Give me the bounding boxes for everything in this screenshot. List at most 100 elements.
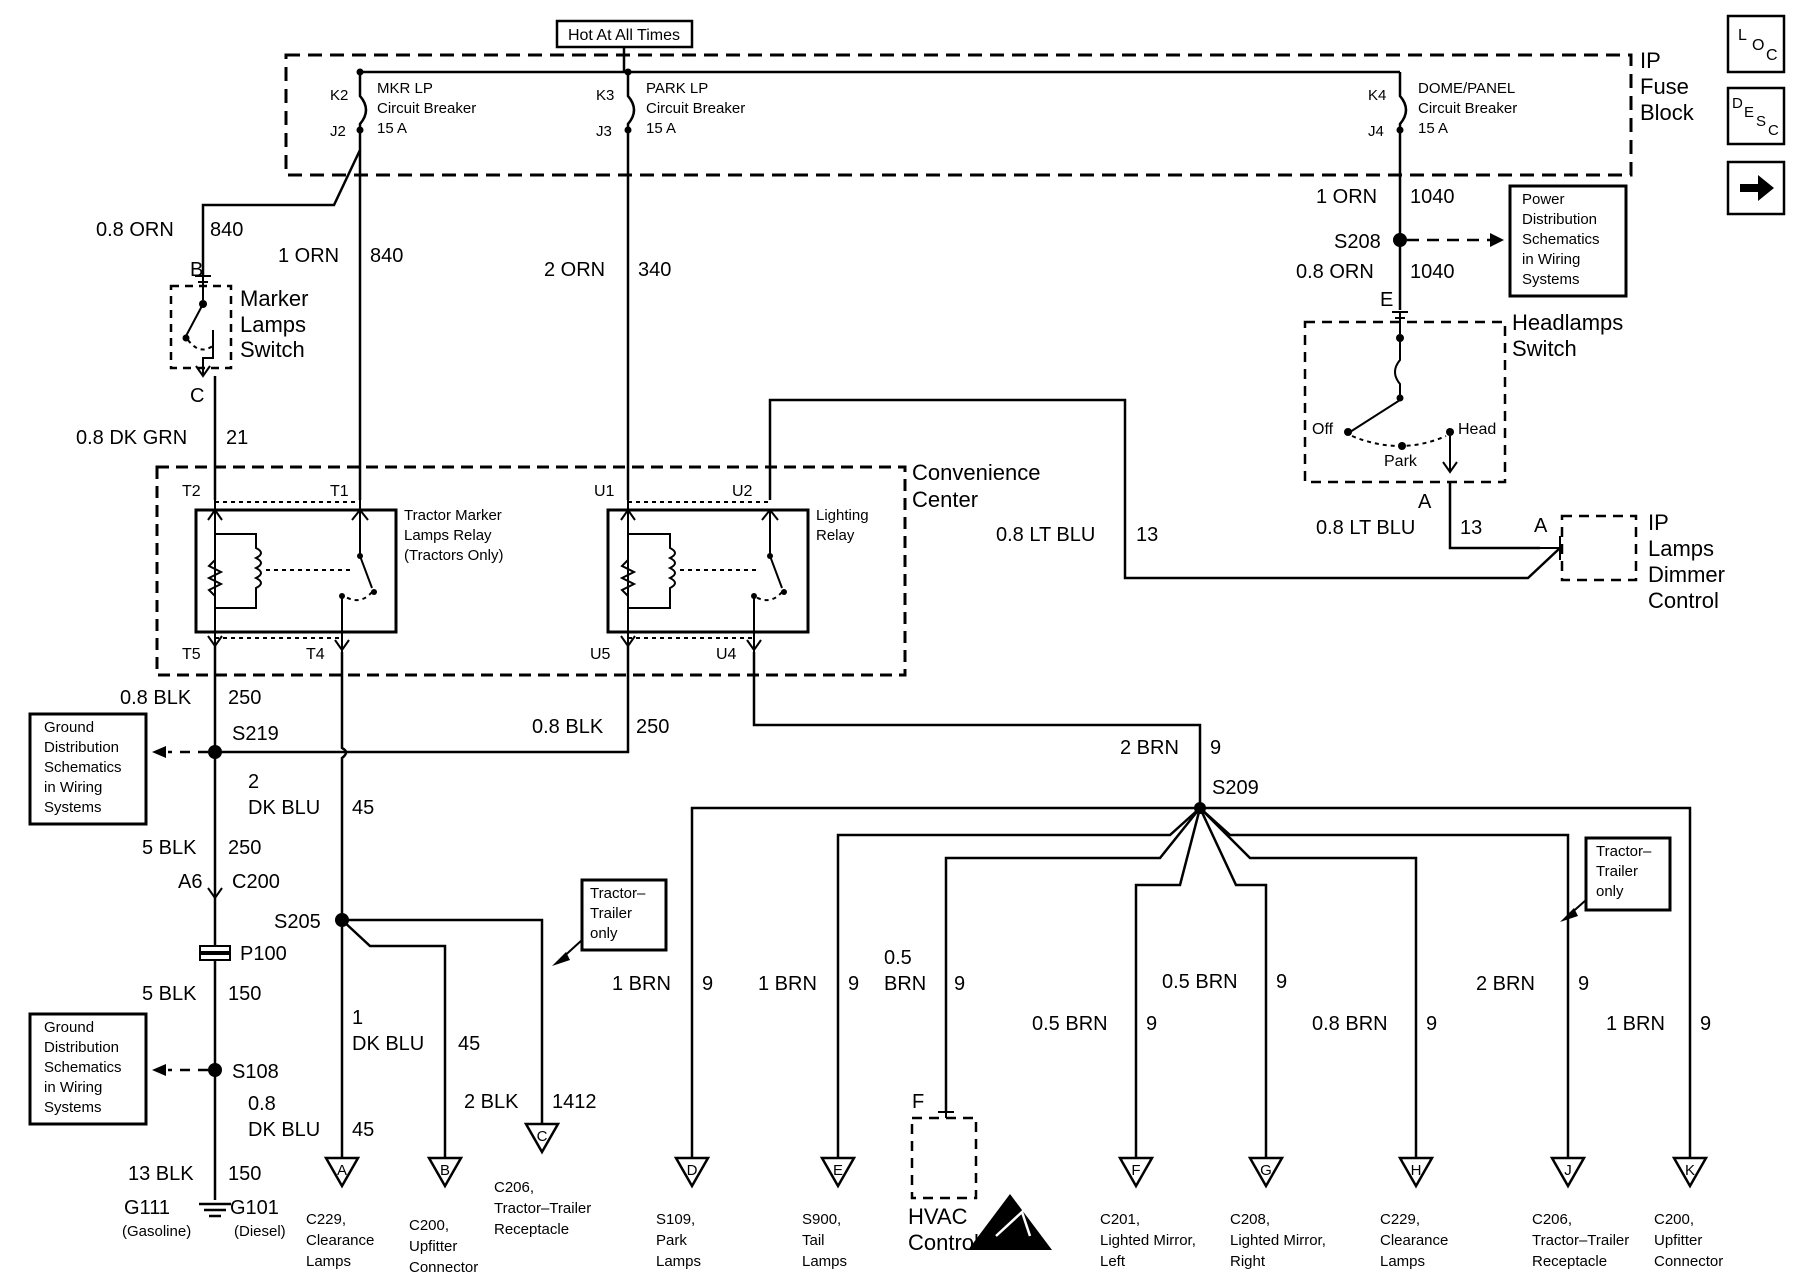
svg-text:in Wiring: in Wiring (1522, 251, 1580, 268)
svg-text:Schematics: Schematics (44, 759, 122, 776)
svg-text:2: 2 (248, 771, 259, 793)
svg-text:5 BLK: 5 BLK (142, 837, 197, 859)
tractor-marker-lamps-relay: Tractor Marker Lamps Relay (Tractors Onl… (194, 500, 503, 652)
destination-label-line: Lighted Mirror, (1230, 1232, 1326, 1249)
destination-letter: G (1260, 1162, 1272, 1179)
svg-text:9: 9 (1276, 971, 1287, 993)
s205-label: S205 (274, 911, 321, 933)
wire-label-w9: 0.8 BLK 250 (120, 687, 261, 709)
svg-text:Park: Park (1384, 453, 1418, 470)
svg-text:9: 9 (954, 973, 965, 995)
svg-text:Trailer: Trailer (1596, 863, 1638, 880)
svg-text:G111: G111 (124, 1197, 170, 1219)
svg-text:Head: Head (1458, 421, 1496, 438)
branch-label-2: 1 BRN 9 (758, 973, 859, 995)
svg-text:A: A (1418, 491, 1432, 513)
svg-text:150: 150 (228, 983, 261, 1005)
svg-text:Distribution: Distribution (44, 739, 119, 756)
ip-lamps-dimmer-control: A IP Lamps Dimmer Control (1534, 510, 1725, 613)
destination-label-line: C201, (1100, 1211, 1140, 1228)
destination-label-line: Lamps (656, 1253, 701, 1270)
branch-label-8: 1 BRN 9 (1606, 1013, 1711, 1035)
destination-label-line: C229, (1380, 1211, 1420, 1228)
svg-text:in Wiring: in Wiring (44, 1079, 102, 1096)
svg-text:13: 13 (1460, 517, 1482, 539)
wire-label-w15: 13 BLK 150 (128, 1163, 261, 1185)
svg-text:MKR LP: MKR LP (377, 80, 433, 97)
svg-text:C: C (1766, 47, 1778, 64)
destination-label-line: Clearance (306, 1232, 374, 1249)
marker-lamps-switch: B C Marker Lamps Switch (169, 259, 308, 407)
wire-label-w16: 1 DK BLU 45 (352, 1007, 480, 1055)
svg-text:1 BRN: 1 BRN (758, 973, 817, 995)
destination-label-line: Park (656, 1232, 687, 1249)
destination-label-line: Left (1100, 1253, 1126, 1270)
dome-panel-circuit-breaker: K4 J4 DOME/PANEL Circuit Breaker 15 A (1368, 72, 1517, 140)
destination-label-line: Receptacle (494, 1221, 569, 1238)
svg-text:K4: K4 (1368, 87, 1386, 104)
svg-text:Block: Block (1640, 100, 1695, 125)
wire-label-w4: 1 ORN 1040 (1316, 186, 1455, 208)
lighting-relay: Lighting Relay (606, 500, 869, 652)
svg-text:9: 9 (702, 973, 713, 995)
svg-text:9: 9 (1146, 1013, 1157, 1035)
wire-label-w7: 0.8 LT BLU 13 (996, 524, 1158, 546)
wire-label-w11: 2 DK BLU 45 (248, 771, 374, 819)
wire-label-w2: 1 ORN 840 (278, 245, 403, 267)
svg-text:A: A (1534, 515, 1548, 537)
wire-label-w13: 5 BLK 150 (142, 983, 261, 1005)
svg-text:K2: K2 (330, 87, 348, 104)
svg-text:15 A: 15 A (1418, 120, 1448, 137)
svg-text:Tractor–: Tractor– (590, 885, 646, 902)
ground-distribution-box-2[interactable]: Ground Distribution Schematics in Wiring… (28, 1012, 148, 1126)
svg-text:0.5 BRN: 0.5 BRN (1162, 971, 1238, 993)
destination-label-line: Connector (409, 1259, 478, 1276)
convenience-center-outline (155, 465, 907, 677)
svg-text:340: 340 (638, 259, 671, 281)
svg-text:45: 45 (458, 1033, 480, 1055)
park-lp-circuit-breaker: K3 J3 PARK LP Circuit Breaker 15 A (596, 68, 745, 140)
destination-letter: B (440, 1162, 450, 1179)
svg-text:C200: C200 (232, 871, 280, 893)
destination-label-line: S109, (656, 1211, 695, 1228)
headlamps-switch: E Off Park Head Headlamps Switch A (1303, 289, 1623, 513)
branch-label-7: 2 BRN 9 (1476, 973, 1589, 995)
ground-distribution-box-1[interactable]: Ground Distribution Schematics in Wiring… (28, 712, 148, 826)
next-arrow-icon[interactable] (1726, 160, 1786, 216)
svg-text:45: 45 (352, 797, 374, 819)
svg-text:15 A: 15 A (646, 120, 676, 137)
svg-text:L: L (1738, 27, 1747, 44)
svg-text:PARK LP: PARK LP (646, 80, 708, 97)
wire-label-w17: 2 BLK 1412 (464, 1091, 597, 1113)
svg-text:Ground: Ground (44, 1019, 94, 1036)
svg-text:0.8 LT BLU: 0.8 LT BLU (1316, 517, 1415, 539)
svg-text:0.8 BLK: 0.8 BLK (120, 687, 192, 709)
svg-text:Power: Power (1522, 191, 1565, 208)
svg-text:2 ORN: 2 ORN (544, 259, 605, 281)
svg-text:T5: T5 (182, 646, 201, 663)
svg-text:J3: J3 (596, 123, 612, 140)
svg-text:0.8 BRN: 0.8 BRN (1312, 1013, 1388, 1035)
svg-text:T1: T1 (330, 483, 349, 500)
svg-text:0.5 BRN: 0.5 BRN (1032, 1013, 1108, 1035)
svg-text:U2: U2 (732, 483, 753, 500)
svg-text:Marker: Marker (240, 286, 308, 311)
loc-icon[interactable]: L O C (1726, 14, 1786, 74)
svg-text:Lamps: Lamps (1648, 536, 1714, 561)
ip-fuse-block-label: IP Fuse Block (1640, 48, 1695, 125)
svg-text:9: 9 (1700, 1013, 1711, 1035)
wire-label-w12: 5 BLK 250 (142, 837, 261, 859)
wire-label-w3: 2 ORN 340 (544, 259, 671, 281)
svg-text:15 A: 15 A (377, 120, 407, 137)
svg-text:(Tractors Only): (Tractors Only) (404, 547, 503, 564)
desc-icon[interactable]: D E S C (1726, 86, 1786, 146)
power-distribution-box[interactable]: Power Distribution Schematics in Wiring … (1508, 184, 1628, 298)
svg-text:C: C (190, 385, 204, 407)
svg-text:T2: T2 (182, 483, 201, 500)
svg-text:Off: Off (1312, 421, 1334, 438)
destination-letter: C (537, 1128, 548, 1145)
tractor-trailer-note-right: Tractor– Trailer only (1560, 836, 1672, 922)
svg-text:Center: Center (912, 487, 978, 512)
